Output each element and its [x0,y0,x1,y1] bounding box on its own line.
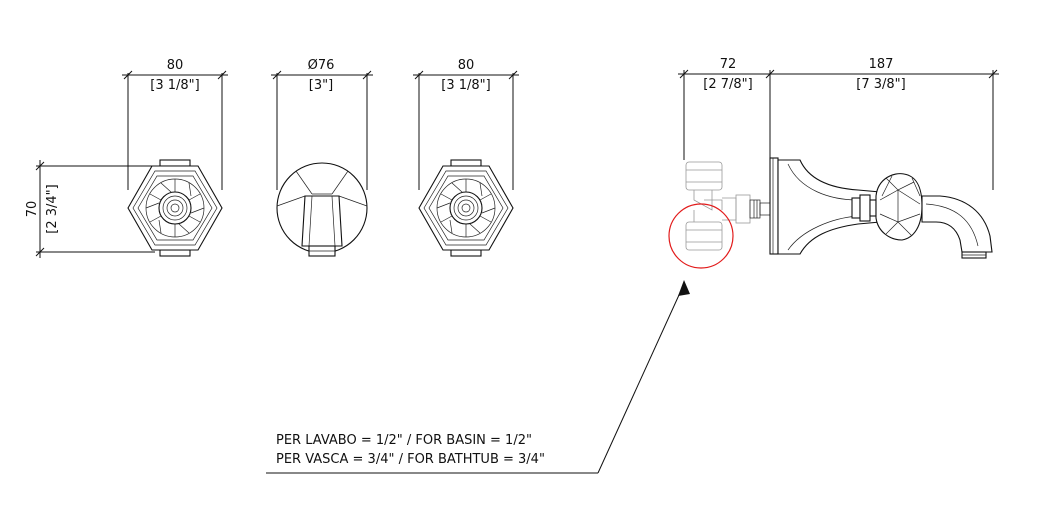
dim-spout-projection-mm: 187 [869,57,894,72]
inlet-highlight-circle [668,203,734,269]
dim-escutcheon-diameter-mm: Ø76 [308,58,335,73]
dim-valve-depth-mm: 72 [720,57,737,72]
dim-spout-projection: 187 [7 3/8"] [764,57,999,190]
dim-handle-left-width: 80 [3 1/8"] [122,58,228,190]
dim-handle-right-width: 80 [3 1/8"] [413,58,519,190]
note-line-bathtub: PER VASCA = 3/4" / FOR BATHTUB = 3/4" [276,452,545,467]
dim-handle-height: 70 [2 3/4"] [25,160,155,258]
handle-left-front-view [127,159,223,257]
note-leader [266,280,690,474]
dim-handle-right-width-inch: [3 1/8"] [441,78,490,93]
handle-right-front-view [418,159,514,257]
dim-escutcheon-diameter-inch: [3"] [309,78,333,93]
dim-spout-projection-inch: [7 3/8"] [856,77,905,92]
dim-escutcheon-diameter: Ø76 [3"] [271,58,373,190]
dim-handle-height-mm: 70 [25,201,40,218]
spout-front-view [276,162,368,257]
connection-size-note: PER LAVABO = 1/2" / FOR BASIN = 1/2" PER… [276,433,545,467]
dim-handle-left-width-mm: 80 [167,58,184,73]
note-line-basin: PER LAVABO = 1/2" / FOR BASIN = 1/2" [276,433,532,448]
dim-handle-height-inch: [2 3/4"] [45,184,60,233]
dim-handle-left-width-inch: [3 1/8"] [150,78,199,93]
dim-handle-right-width-mm: 80 [458,58,475,73]
concealed-valve-body [685,161,771,251]
spout-side-view [769,157,993,259]
dim-valve-depth-inch: [2 7/8"] [703,77,752,92]
dim-valve-depth: 72 [2 7/8"] [678,57,776,160]
